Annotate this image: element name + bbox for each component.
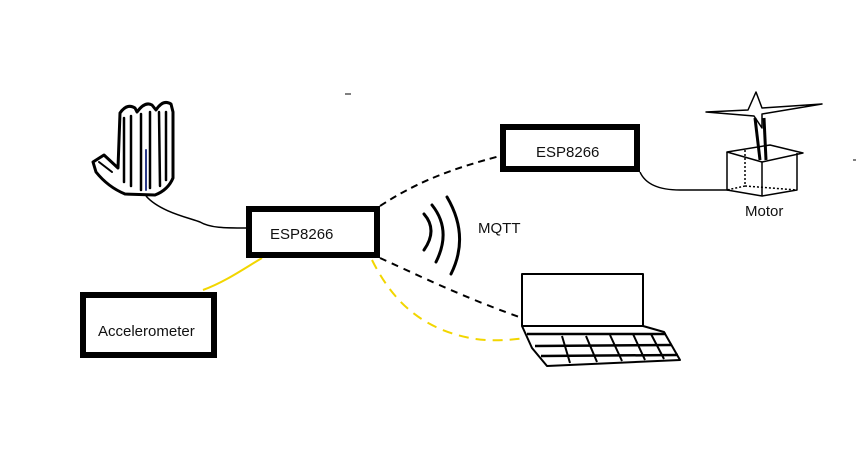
motor-wire xyxy=(639,171,730,191)
accelerometer-wire xyxy=(202,257,263,291)
laptop-icon xyxy=(521,273,681,367)
esp8266-left-label: ESP8266 xyxy=(270,226,334,243)
laptop-link-dashed xyxy=(379,257,523,319)
esp8266-top-label: ESP8266 xyxy=(536,144,600,161)
motor-icon xyxy=(705,91,823,197)
esp-link-dashed xyxy=(379,155,501,207)
wireless-waves-icon xyxy=(422,195,461,276)
laptop-link-yellow xyxy=(371,259,526,342)
glove-wire xyxy=(145,195,247,229)
accelerometer-box: Accelerometer xyxy=(80,292,217,358)
motor-label: Motor xyxy=(745,203,784,220)
esp8266-top-box: ESP8266 xyxy=(500,124,640,172)
hand-glove-icon xyxy=(91,101,175,197)
mqtt-label: MQTT xyxy=(478,220,521,237)
accelerometer-label: Accelerometer xyxy=(98,323,195,340)
esp8266-left-box: ESP8266 xyxy=(246,206,380,258)
